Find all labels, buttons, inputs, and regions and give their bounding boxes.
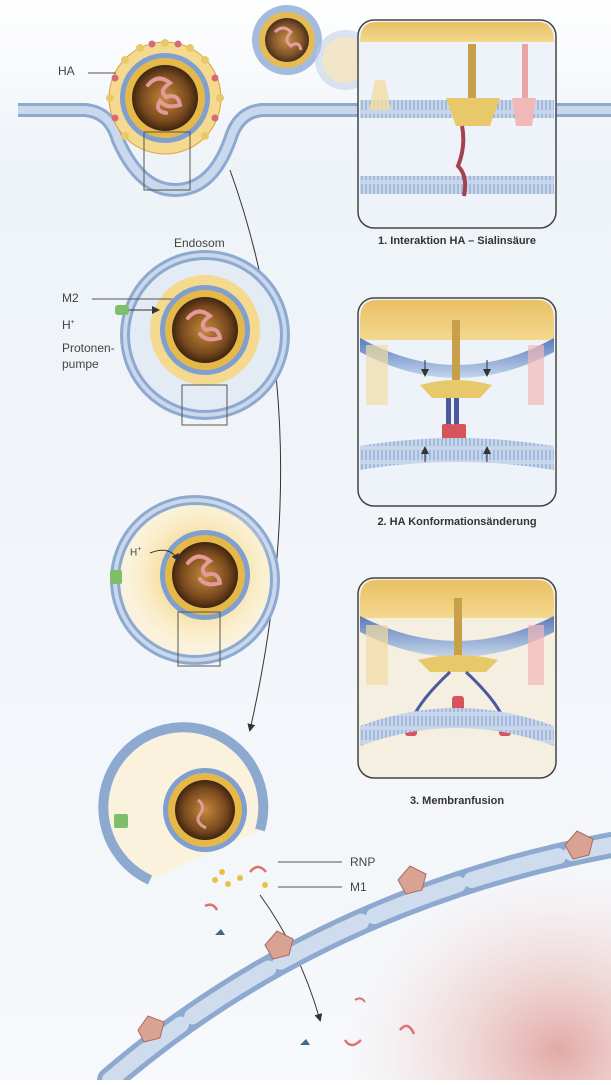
cytoplasm-region: [260, 780, 611, 1080]
label-h: H: [62, 318, 71, 332]
proton-pump-1: [115, 305, 129, 315]
panel-1-caption: 1. Interaktion HA – Sialinsäure: [358, 235, 556, 247]
background-virus-1: [252, 5, 322, 75]
label-rnp: RNP: [350, 855, 375, 869]
label-h-plus-inner-sup: +: [137, 546, 141, 553]
label-h-plus-inner: H+: [130, 546, 141, 558]
proton-pump-2: [110, 570, 122, 584]
proton-pump-3: [114, 814, 128, 828]
label-h-plus-sup: +: [71, 319, 75, 326]
panel-2: [358, 298, 556, 506]
endosome-1: [125, 255, 285, 415]
label-m1: M1: [350, 880, 367, 894]
label-protonenpumpe-line1: Protonen-: [62, 340, 115, 356]
panel-3-caption: 3. Membranfusion: [358, 795, 556, 807]
endosome-2: [115, 500, 275, 660]
label-m2: M2: [62, 291, 79, 305]
label-h-plus: H+: [62, 318, 75, 332]
label-endosom: Endosom: [174, 236, 225, 250]
panel-3: [358, 578, 556, 778]
panel-1: [358, 20, 556, 228]
label-ha: HA: [58, 64, 75, 78]
label-protonenpumpe: Protonen-pumpe: [62, 340, 115, 372]
label-protonenpumpe-line2: pumpe: [62, 356, 115, 372]
panel-2-caption: 2. HA Konformationsänderung: [358, 516, 556, 528]
